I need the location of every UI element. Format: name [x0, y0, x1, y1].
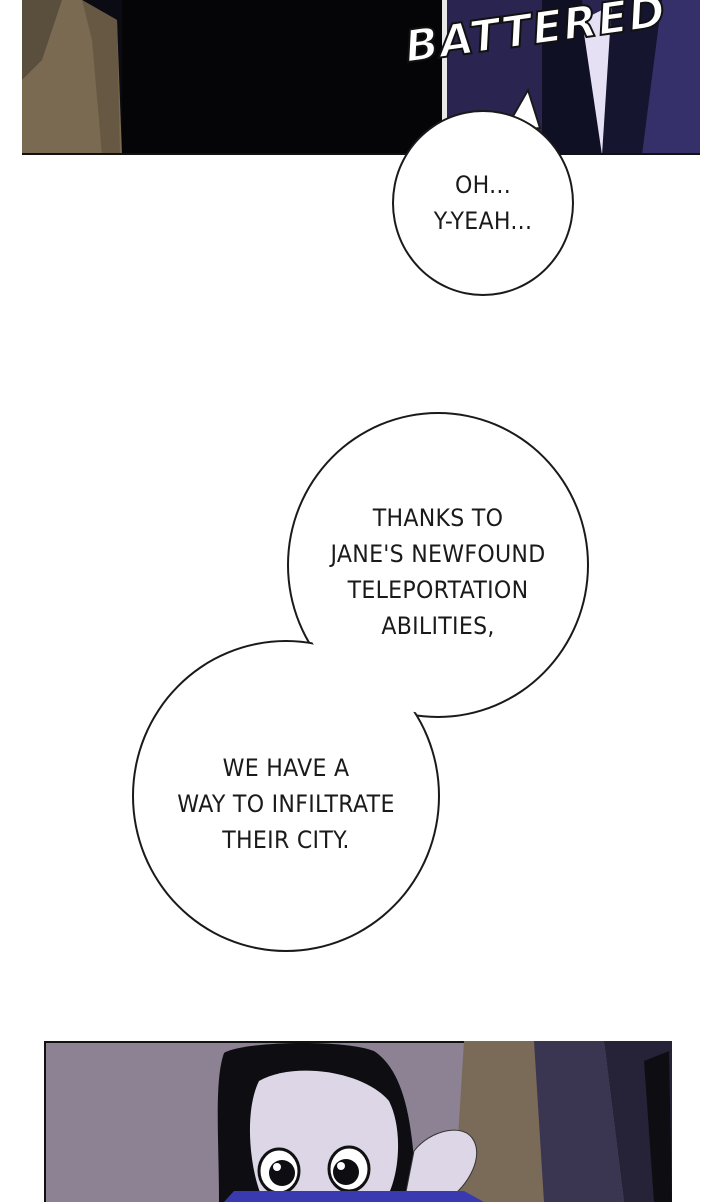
- bubble-line: THANKS TO: [372, 504, 504, 532]
- bubble-line: Y-YEAH...: [433, 207, 533, 235]
- speech-bubble-text: OH... Y-YEAH...: [399, 167, 566, 239]
- bubble-line: JANE'S NEWFOUND: [330, 540, 546, 568]
- bubble-line: WAY TO INFILTRATE: [177, 790, 395, 818]
- bubble-merge-fill: [291, 416, 585, 714]
- speech-bubble-text: THANKS TO JANE'S NEWFOUND TELEPORTATION …: [299, 500, 577, 644]
- top-panel-artwork: [22, 0, 700, 155]
- bubble-line: WE HAVE A: [222, 754, 350, 782]
- speech-bubble: [392, 110, 574, 296]
- bottom-panel-artwork: [44, 1041, 672, 1202]
- bubble-line: TELEPORTATION: [347, 576, 529, 604]
- top-comic-panel: [22, 0, 700, 155]
- speech-bubble-text: WE HAVE A WAY TO INFILTRATE THEIR CITY.: [144, 750, 427, 858]
- bubble-line: THEIR CITY.: [222, 826, 350, 854]
- bottom-comic-panel: [44, 1041, 672, 1202]
- bubble-line: OH...: [454, 171, 512, 199]
- bubble-line: ABILITIES,: [381, 612, 495, 640]
